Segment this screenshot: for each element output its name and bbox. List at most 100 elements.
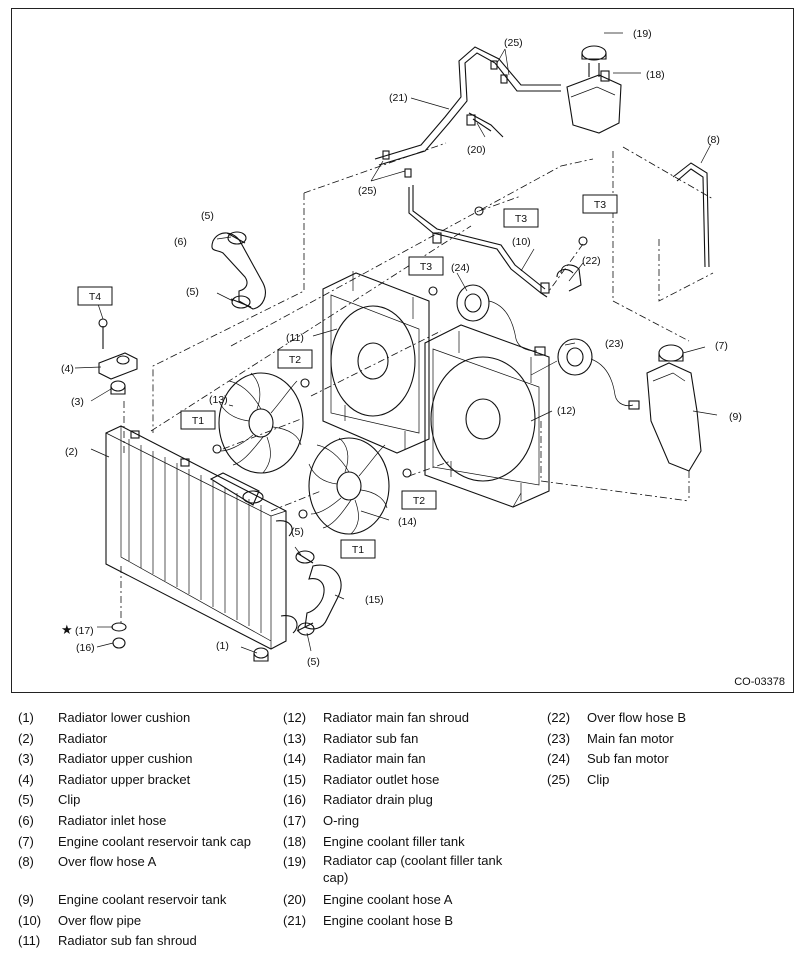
- legend-number: (11): [18, 933, 41, 949]
- legend-name: Engine coolant filler tank: [323, 833, 465, 849]
- legend-name: Engine coolant reservoir tank: [58, 892, 227, 908]
- torque-tag-t3: T3: [594, 199, 606, 211]
- legend-number: (4): [18, 771, 34, 787]
- callout-21: (21): [389, 92, 408, 104]
- callout-9: (9): [729, 411, 742, 423]
- callout-13: (13): [209, 394, 228, 406]
- callout-14: (14): [398, 516, 417, 528]
- callout-10: (10): [512, 236, 531, 248]
- legend-name: Radiator outlet hose: [323, 771, 440, 787]
- legend-name: Over flow pipe: [58, 912, 142, 928]
- torque-tag-t1: T1: [352, 544, 364, 556]
- legend-number: (7): [18, 833, 34, 849]
- radiator-main-fan: [308, 437, 390, 535]
- torque-tag-t1: T1: [192, 415, 204, 427]
- callout-24: (24): [451, 262, 470, 274]
- legend-name: Radiator inlet hose: [58, 812, 167, 828]
- legend-number: (12): [283, 710, 307, 725]
- legend-name: Radiator main fan: [323, 751, 426, 767]
- callout-11: (11): [286, 332, 304, 344]
- radiator-main-fan-shroud: [424, 324, 550, 508]
- main-fan-motor: [530, 338, 640, 410]
- legend-number: (25): [547, 771, 571, 787]
- legend-name: Radiator sub fan: [323, 730, 419, 746]
- bolts: [212, 206, 588, 519]
- callout-16: (16): [76, 642, 95, 654]
- legend-number: (1): [18, 710, 34, 725]
- legend-number: (8): [18, 854, 34, 870]
- legend-name: Engine coolant hose A: [323, 892, 453, 908]
- legend-number: (18): [283, 833, 307, 849]
- callout-25: (25): [504, 37, 523, 49]
- legend-name: Engine coolant reservoir tank cap: [58, 833, 251, 849]
- callout-3: (3): [71, 396, 84, 408]
- sub-fan-motor: [456, 284, 546, 356]
- legend-name: Over flow hose A: [58, 854, 157, 870]
- engine-coolant-reservoir-tank: [646, 344, 702, 472]
- torque-boxes: [77, 194, 618, 559]
- callout-17: (17): [75, 625, 94, 637]
- callout-12: (12): [557, 405, 576, 417]
- callout-22: (22): [582, 255, 601, 267]
- legend-name: Radiator upper bracket: [58, 771, 191, 787]
- legend-name: Clip: [58, 792, 81, 808]
- over-flow-hose-a: [672, 162, 710, 268]
- legend-name: Radiator drain plug: [323, 792, 433, 808]
- callout-2: (2): [65, 446, 78, 458]
- engine-coolant-hoses: [374, 46, 561, 178]
- figure-code: CO-03378: [734, 676, 785, 688]
- legend-number: (20): [283, 892, 307, 908]
- callout-4: (4): [61, 363, 74, 375]
- legend-number: (16): [283, 792, 307, 808]
- radiator-lower-parts: [111, 622, 269, 662]
- radiator-sub-fan: [218, 372, 304, 474]
- legend-number: (5): [18, 792, 34, 808]
- radiator-inlet-hose: [211, 231, 266, 310]
- callout-20: (20): [467, 144, 486, 156]
- exploded-view-diagram: T3 T3 T3 T4 T2 T1 T2 T1 (19) (25) (18) (…: [61, 28, 742, 668]
- legend-name: Radiator main fan shroud: [323, 710, 469, 725]
- engine-coolant-filler-tank: [566, 45, 622, 134]
- torque-tag-t3: T3: [515, 213, 527, 225]
- legend-name: O-ring: [323, 812, 360, 828]
- radiator: [105, 425, 298, 650]
- legend-number: (17): [283, 812, 307, 828]
- legend-number: (22): [547, 710, 571, 725]
- callout-5: (5): [291, 526, 304, 538]
- legend-name: Radiator cap (coolant filler tank cap): [323, 853, 503, 886]
- legend-name: Radiator lower cushion: [58, 710, 191, 725]
- legend-name: Radiator upper cushion: [58, 751, 193, 767]
- callout-5: (5): [307, 656, 320, 668]
- torque-tag-t3: T3: [420, 261, 432, 273]
- callout-7: (7): [715, 340, 728, 352]
- torque-tag-t2: T2: [413, 495, 425, 507]
- legend-name: Main fan motor: [587, 730, 674, 746]
- legend-number: (15): [283, 771, 307, 787]
- torque-tag-t4: T4: [89, 291, 101, 303]
- callout-8: (8): [707, 134, 720, 146]
- legend-name: Over flow hose B: [587, 710, 686, 725]
- legend-number: (9): [18, 892, 34, 908]
- over-flow-pipe: [408, 185, 550, 298]
- torque-labels: T3 T3 T3 T4 T2 T1 T2 T1: [89, 199, 606, 556]
- legend-number: (2): [18, 730, 34, 746]
- callout-19: (19): [633, 28, 652, 40]
- radiator-sub-fan-shroud: [322, 271, 430, 454]
- radiator-outlet-hose: [295, 550, 342, 636]
- legend-number: (6): [18, 812, 34, 828]
- leader-lines: [74, 32, 718, 654]
- legend-number: (14): [283, 751, 307, 767]
- legend-name: Clip: [587, 771, 610, 787]
- torque-tag-t2: T2: [289, 354, 301, 366]
- radiator-upper-bracket: [98, 318, 138, 395]
- legend-name: Engine coolant hose B: [323, 912, 454, 928]
- legend-number: (13): [283, 730, 307, 746]
- star-symbol: ★: [61, 622, 73, 637]
- callout-18: (18): [646, 69, 665, 81]
- callout-5: (5): [186, 286, 199, 298]
- callout-labels: (19) (25) (18) (21) (8) (20) (25) (5) (6…: [61, 28, 742, 668]
- legend-number: (24): [547, 751, 571, 767]
- legend-name: Sub fan motor: [587, 751, 669, 767]
- legend-number: (3): [18, 751, 34, 767]
- legend-number: (21): [283, 912, 307, 928]
